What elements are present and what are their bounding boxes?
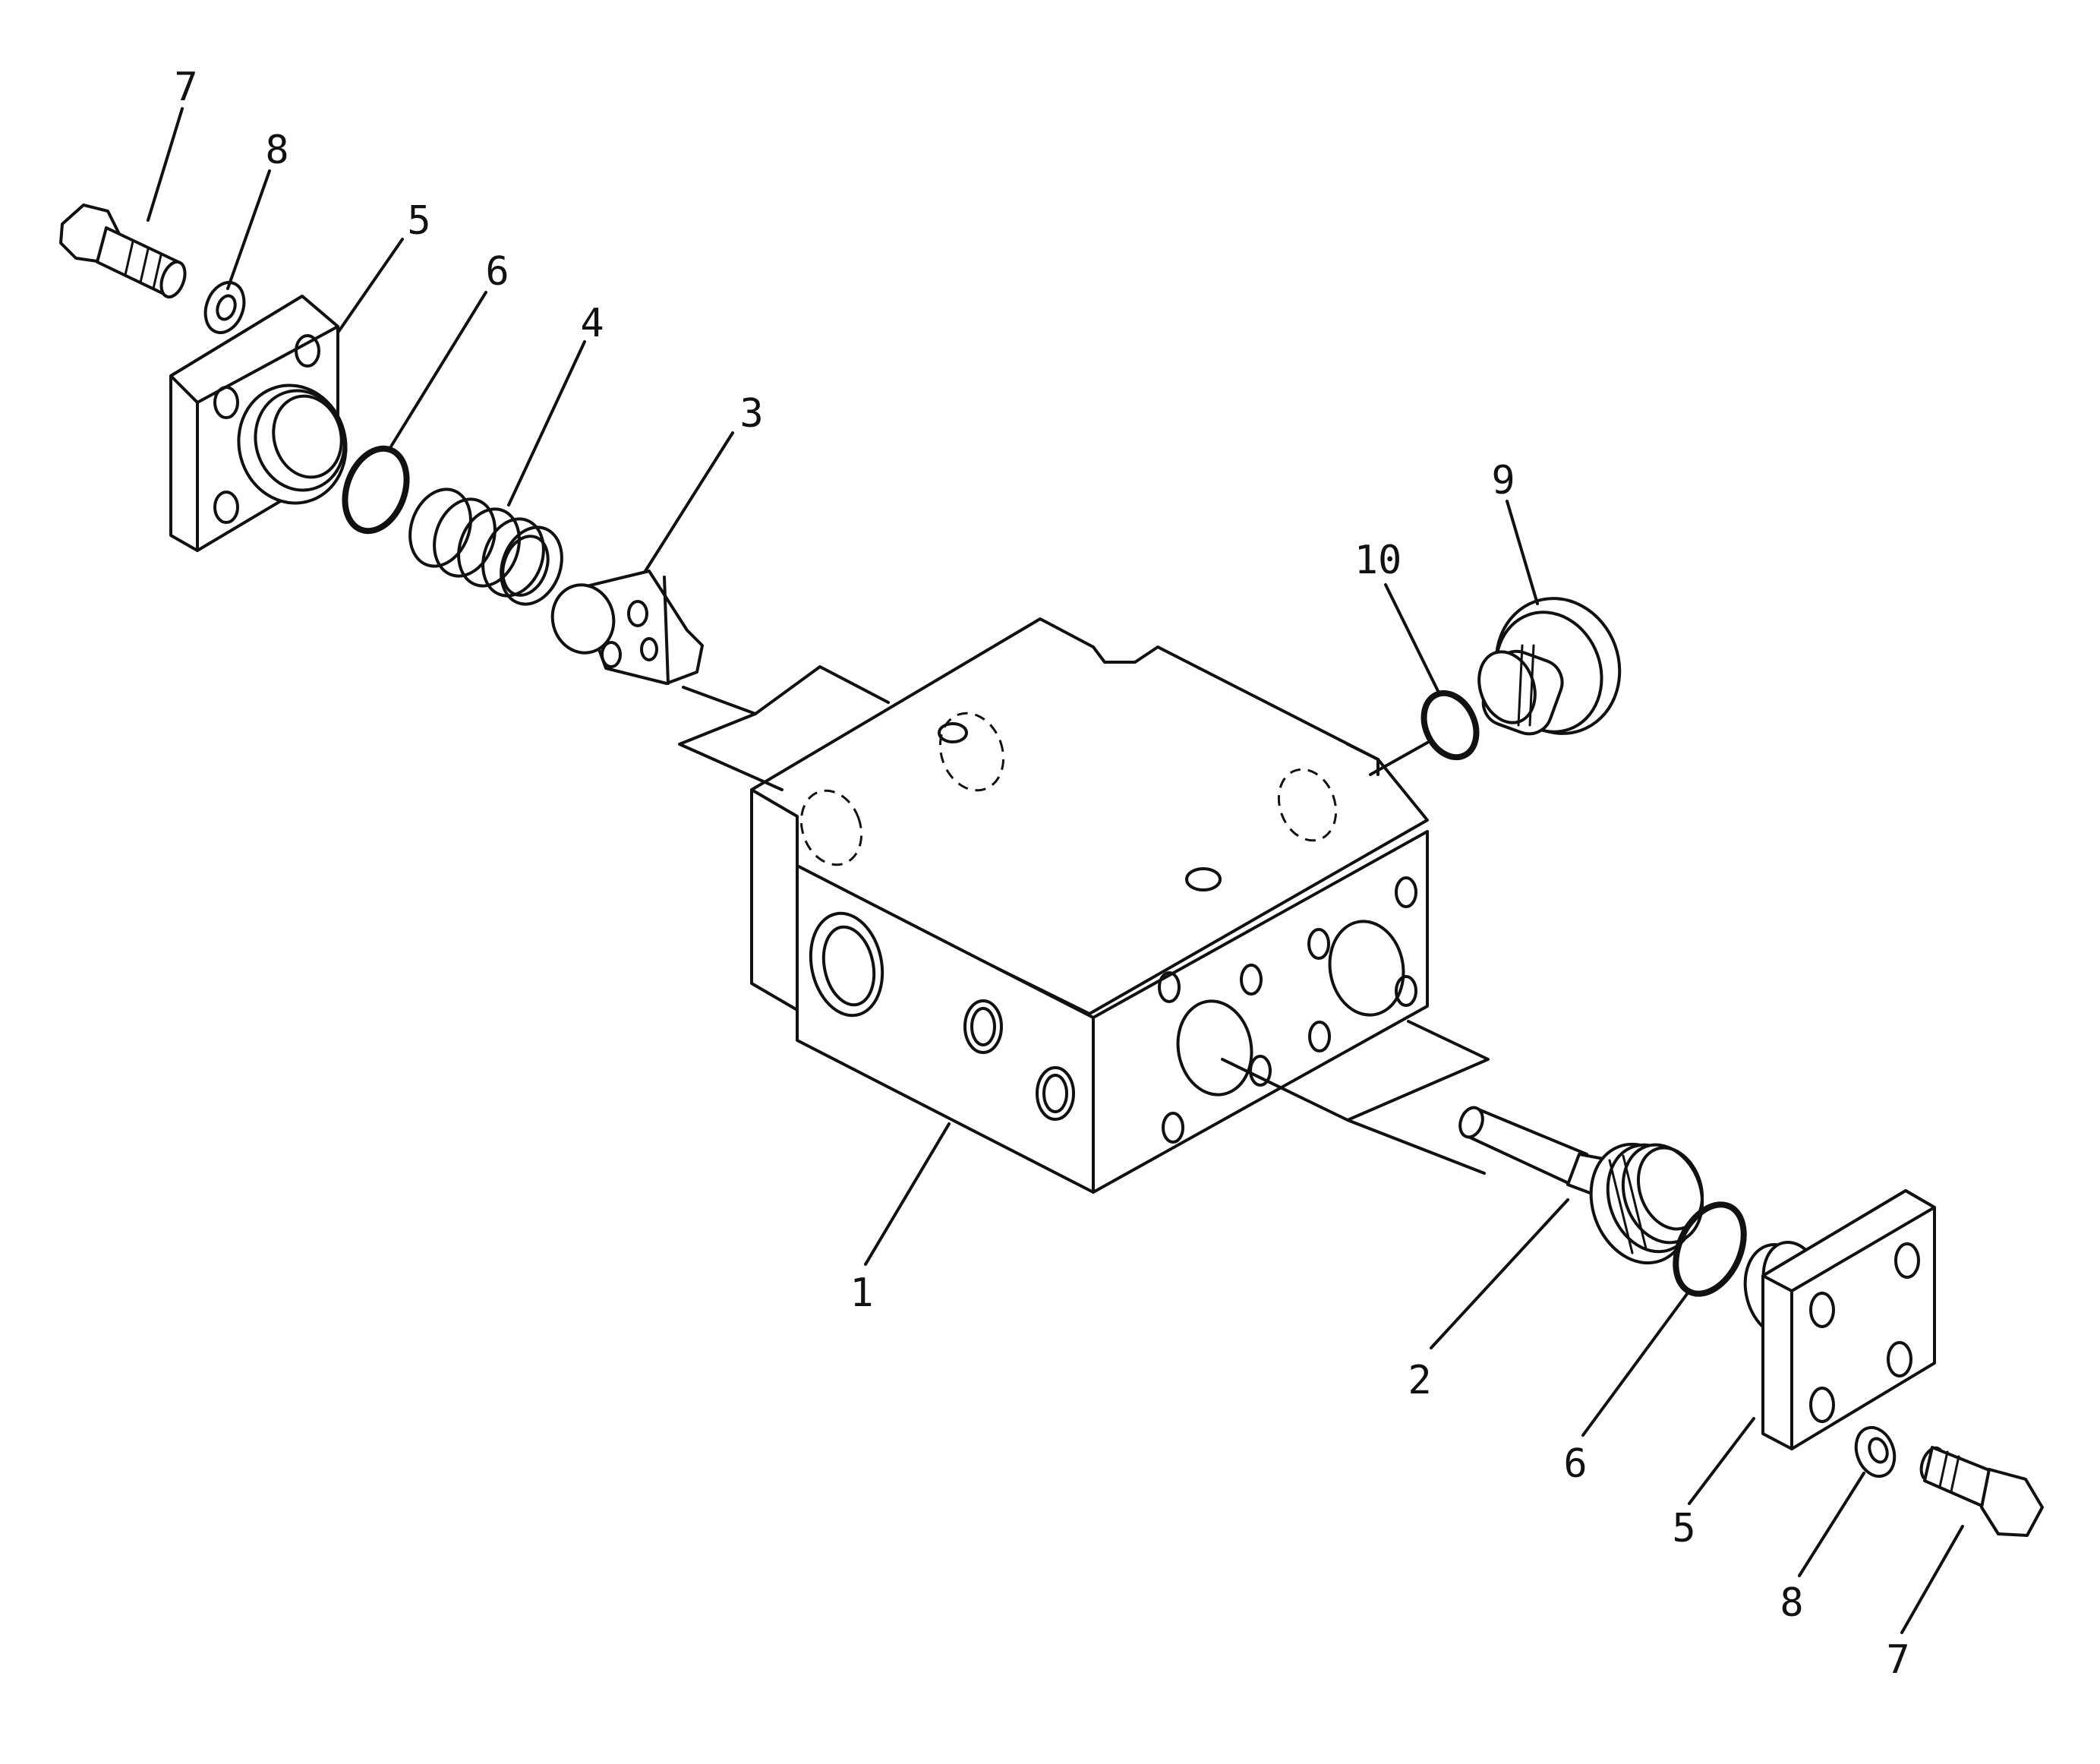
washer-8-bottom	[1854, 1425, 1897, 1478]
washer-8-top	[203, 281, 246, 334]
spool-2	[1458, 1106, 1704, 1265]
callout-9: 9	[1491, 458, 1515, 503]
spring-4	[408, 488, 563, 606]
leader-lines	[147, 107, 1964, 1634]
callout-3: 3	[739, 391, 763, 437]
callout-1: 1	[850, 1270, 873, 1316]
poppet-3	[550, 570, 704, 685]
callout-7-top: 7	[174, 65, 197, 110]
callout-8-top: 8	[265, 128, 289, 173]
callout-6-top: 6	[485, 249, 509, 295]
callout-5-bottom: 5	[1672, 1506, 1695, 1551]
callout-2: 2	[1408, 1358, 1431, 1403]
callout-6-bottom: 6	[1563, 1441, 1587, 1487]
callout-10: 10	[1354, 538, 1402, 583]
callouts: 7 8 5 6 4 3 9 10 1 2 6 5 8 7	[174, 65, 1909, 1683]
callout-7-bottom: 7	[1886, 1637, 1909, 1683]
flange-5-top	[169, 295, 348, 552]
callout-8-bottom: 8	[1780, 1580, 1803, 1626]
bolt-7-top	[59, 204, 187, 299]
assembly-guides	[678, 665, 1490, 1175]
bolt-7-bottom	[1919, 1446, 2044, 1537]
flange-5-bottom	[1743, 1189, 1936, 1450]
o-ring-10	[1420, 690, 1480, 761]
callout-5-top: 5	[407, 198, 430, 244]
valve-body	[750, 617, 1429, 1194]
o-ring-6-top	[342, 445, 410, 535]
plug-9	[1477, 597, 1622, 736]
callout-4: 4	[580, 301, 604, 346]
